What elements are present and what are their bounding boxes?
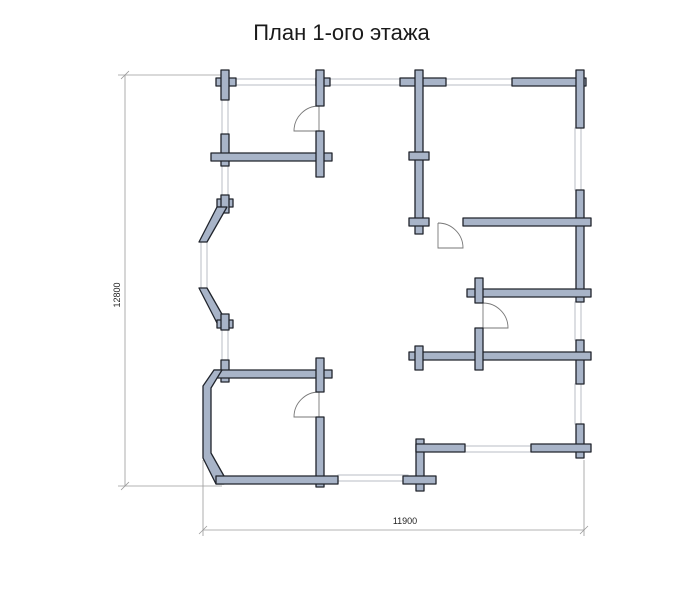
width-dimension-label: 11900	[393, 516, 417, 526]
height-dimension: 12800	[112, 70, 222, 491]
width-dimension: 11900	[198, 460, 589, 536]
windows	[200, 78, 582, 482]
height-dimension-label: 12800	[112, 282, 122, 307]
plan-title: План 1-ого этажа	[253, 20, 430, 45]
door-swings	[293, 105, 509, 418]
walls	[198, 69, 592, 492]
